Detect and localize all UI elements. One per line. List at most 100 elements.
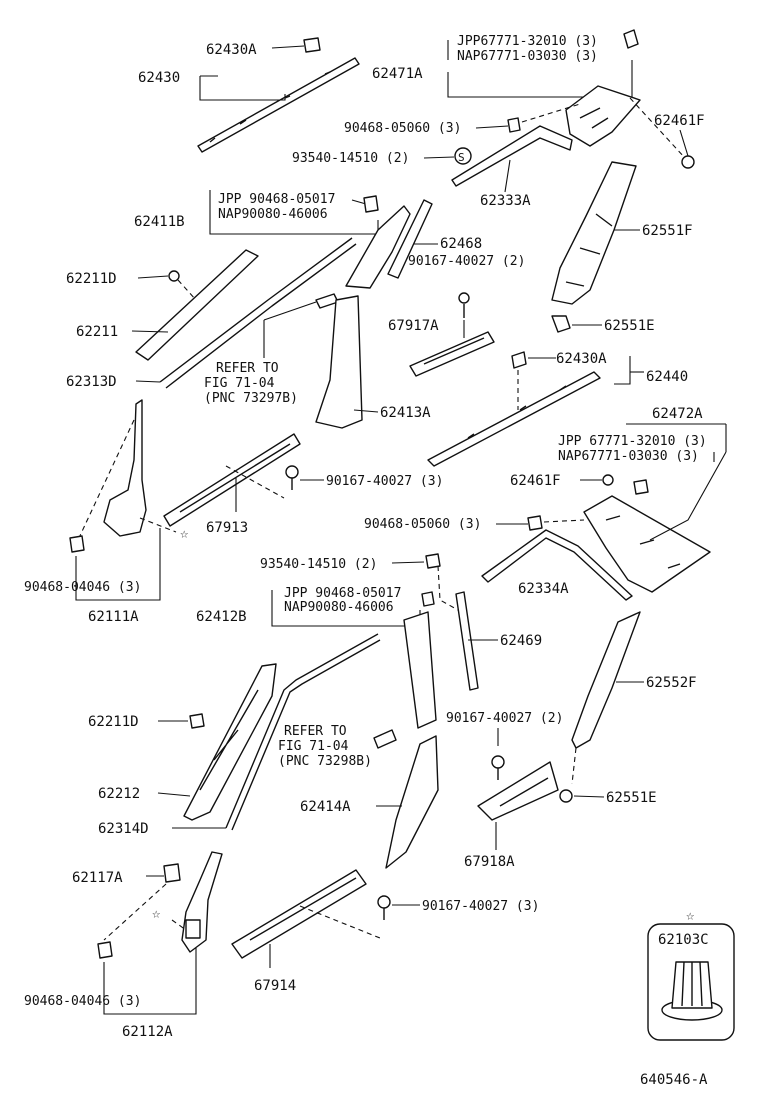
clip-93540-mid (425, 553, 441, 569)
label-62111A: 62111A (88, 609, 139, 625)
label-nap67771-mid: NAP67771-03030 (3) (558, 449, 699, 464)
label-nap90080-top: NAP90080-46006 (218, 207, 328, 222)
clip-93540-top: S (454, 147, 472, 165)
label-62411B: 62411B (134, 214, 185, 230)
part-62430 (197, 57, 360, 153)
clip-62551E-bottom (559, 789, 573, 803)
clip-62211D-mid (189, 713, 205, 729)
label-67914: 67914 (254, 978, 296, 994)
part-62471A (565, 85, 641, 147)
part-62412B (403, 611, 437, 729)
label-67913: 67913 (206, 520, 248, 536)
label-62334A: 62334A (518, 581, 569, 597)
part-62472A (583, 495, 711, 593)
clip-62211D-top (168, 270, 180, 282)
label-90468-04046-b: 90468-04046 (3) (24, 994, 141, 1009)
part-62413A (315, 295, 363, 429)
part-62551F (551, 161, 637, 305)
part-62469 (455, 591, 479, 691)
clip-67771-top (623, 29, 639, 49)
clip-62461F-top (681, 155, 695, 169)
box-62103C (647, 923, 735, 1041)
part-62440 (427, 371, 601, 467)
label-67918A: 67918A (464, 854, 515, 870)
label-62211D-mid: 62211D (88, 714, 139, 730)
clip-90468-05017-mid (421, 591, 435, 607)
part-62552F (571, 611, 641, 749)
part-62468 (387, 199, 433, 279)
label-62461F-mid: 62461F (510, 473, 561, 489)
label-62112A: 62112A (122, 1024, 173, 1040)
label-62551E-bottom: 62551E (606, 790, 657, 806)
label-62212: 62212 (98, 786, 140, 802)
clip-62430A-top (303, 37, 321, 53)
clip-90468-04046-a (69, 535, 85, 553)
part-62414A (385, 735, 439, 869)
part-refer-73297B (315, 293, 339, 309)
label-62430A-mid: 62430A (556, 351, 607, 367)
label-nap90080-mid: NAP90080-46006 (284, 600, 394, 615)
label-90167-top: 90167-40027 (2) (408, 254, 525, 269)
diagram-code: 640546-A (640, 1072, 708, 1088)
clip-90468-05060-mid (527, 515, 543, 531)
label-62440: 62440 (646, 369, 688, 385)
label-62333A: 62333A (480, 193, 531, 209)
clip-90468-04046-b (97, 941, 113, 959)
part-62313D (159, 237, 357, 389)
label-62472A: 62472A (652, 406, 703, 422)
label-star-a: ☆ (180, 526, 189, 542)
label-67917A: 67917A (388, 318, 439, 334)
label-62211D-top: 62211D (66, 271, 117, 287)
label-star-b: ☆ (152, 906, 161, 922)
label-62471A: 62471A (372, 66, 423, 82)
label-62430A-top: 62430A (206, 42, 257, 58)
label-nap67771-top: NAP67771-03030 (3) (457, 49, 598, 64)
label-62314D: 62314D (98, 821, 149, 837)
label-62414A: 62414A (300, 799, 351, 815)
clip-90468-05017-top (363, 195, 379, 213)
label-62469: 62469 (500, 633, 542, 649)
label-62551F: 62551F (642, 223, 693, 239)
label-90167-d: 90167-40027 (3) (422, 899, 539, 914)
clip-90468-05060-top (507, 117, 521, 133)
label-90468-05060-mid: 90468-05060 (3) (364, 517, 481, 532)
part-62334A (481, 529, 633, 601)
label-62211: 62211 (76, 324, 118, 340)
part-67918A (477, 761, 559, 821)
clip-62461F-mid (602, 474, 614, 486)
part-67914 (231, 869, 367, 959)
label-90468-05060-top: 90468-05060 (3) (344, 121, 461, 136)
part-refer-73298B (373, 729, 397, 749)
label-refer-lower-3: (PNC 73298B) (278, 754, 372, 769)
label-jpp90468-mid: JPP 90468-05017 (284, 586, 401, 601)
label-refer-upper-2: FIG 71-04 (204, 376, 275, 391)
label-93540-mid: 93540-14510 (2) (260, 557, 377, 572)
clip-62117A (163, 863, 181, 883)
label-refer-upper-1: REFER TO (216, 361, 279, 376)
label-62461F-top: 62461F (654, 113, 705, 129)
screw-90167-b (285, 465, 299, 490)
label-93540-top: 93540-14510 (2) (292, 151, 409, 166)
part-62103C-nut (661, 961, 723, 1021)
screw-90167-top (458, 292, 470, 318)
svg-text:S: S (458, 151, 465, 164)
label-62551E-top: 62551E (604, 318, 655, 334)
label-jpp90468-top: JPP 90468-05017 (218, 192, 335, 207)
label-star-c: ☆ (686, 908, 695, 924)
label-90167-c: 90167-40027 (2) (446, 711, 563, 726)
part-67917A (409, 331, 495, 377)
label-62430: 62430 (138, 70, 180, 86)
label-62117A: 62117A (72, 870, 123, 886)
label-62412B: 62412B (196, 609, 247, 625)
label-refer-upper-3: (PNC 73297B) (204, 391, 298, 406)
screw-90167-c (491, 755, 505, 780)
label-jpp67771-top: JPP67771-32010 (3) (457, 34, 598, 49)
part-62333A (451, 125, 573, 187)
clip-67771-mid (633, 479, 649, 495)
clip-62430A-mid (511, 351, 527, 369)
label-jpp67771-mid: JPP 67771-32010 (3) (558, 434, 707, 449)
part-62314D (225, 633, 381, 831)
label-62468: 62468 (440, 236, 482, 252)
label-refer-lower-1: REFER TO (284, 724, 347, 739)
